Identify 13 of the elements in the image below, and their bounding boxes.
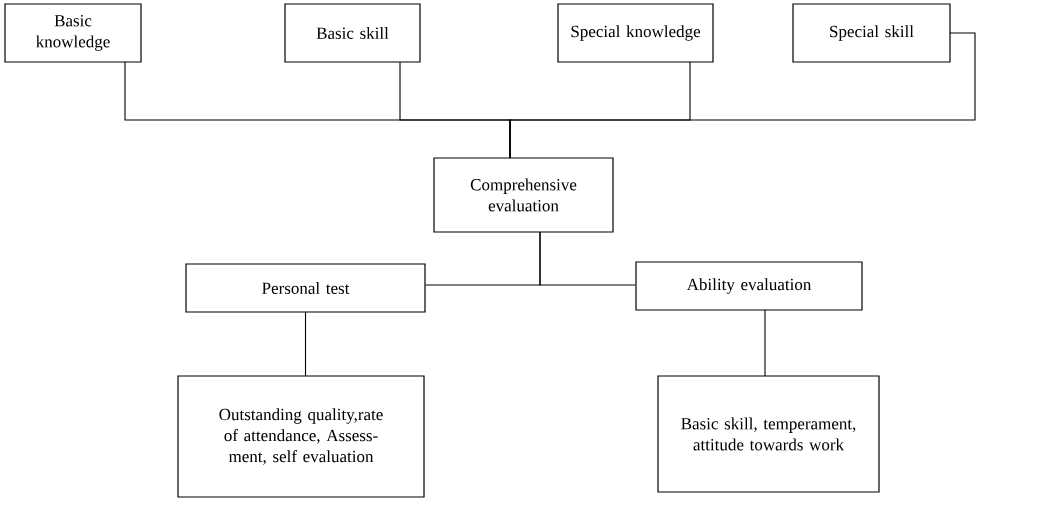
process-box: Basic knowledge: [4, 3, 142, 63]
connector-line: [764, 309, 766, 377]
process-box: Basic skill, temperament, attitude towards work: [657, 375, 880, 493]
process-box: Special knowledge: [557, 3, 714, 63]
process-box: Ability evaluation: [635, 261, 863, 311]
connector-line: [539, 231, 636, 286]
process-box: Special skill: [792, 3, 951, 63]
connector-line: [304, 311, 307, 377]
process-box: Basic skill: [284, 3, 421, 63]
process-box: Personal test: [185, 263, 426, 313]
process-box: Comprehensive evaluation: [433, 157, 614, 233]
connector-line: [509, 32, 976, 159]
process-box: Outstanding quality,rate of attendance, Assess- ment, self evaluation: [177, 375, 425, 498]
